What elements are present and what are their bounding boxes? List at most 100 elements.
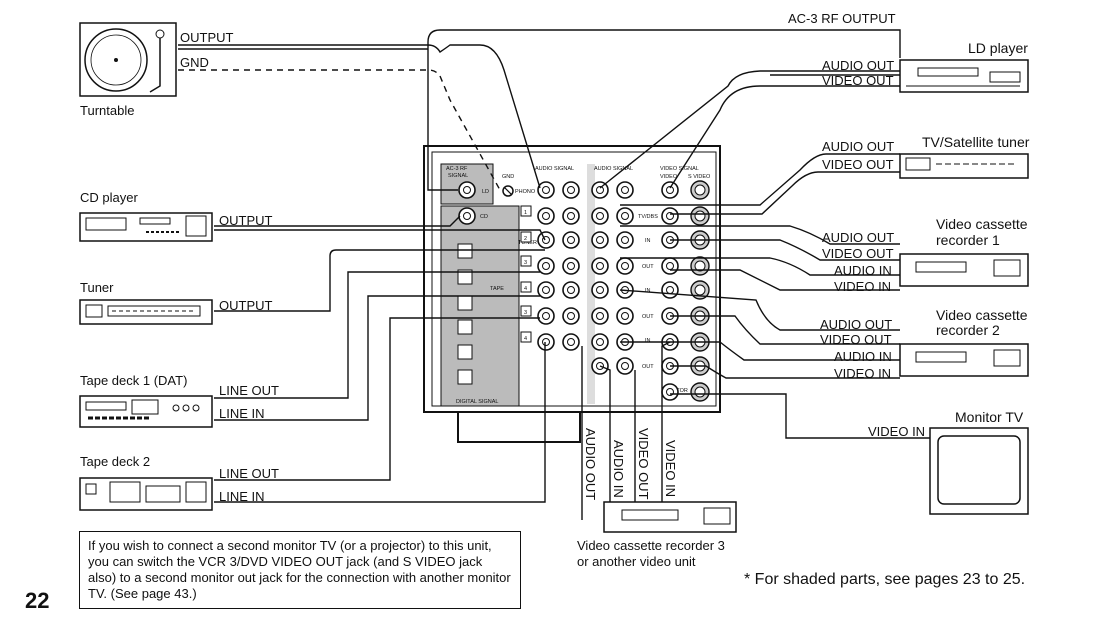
ac3-rf-jack-core [463,186,471,194]
header-signal: SIGNAL [448,173,468,179]
cable-vcr1-video-in [670,269,900,291]
audio-jack-a-l-1-core [567,212,575,220]
header-s-video: S VIDEO [688,174,711,180]
turntable-label: Turntable [80,103,134,118]
s-video-jack-core-1 [694,210,706,222]
audio-jack-a-r-5-core [542,312,550,320]
cable-vcr1-video-out [670,239,900,261]
vcr2-port-video-in: VIDEO IN [834,366,891,381]
vcr1-port-video-out: VIDEO OUT [822,246,894,261]
cable-ld-video [669,85,900,189]
tape-deck-1-device [79,395,213,428]
row-label-ld: LD [482,189,489,195]
row-label-in-2: IN [645,288,651,294]
cable-tape1-out [214,271,540,399]
tuner-device [79,299,213,325]
s-video-jacks [690,180,710,402]
cable-vcr3-video-in [661,341,671,520]
cable-vcr1-audio-in [620,257,900,276]
audio-jack-a-l-3-core [567,262,575,270]
audio-jack-b-r-6-core [596,338,604,346]
vcr2-label-line2: recorder 2 [936,322,1000,338]
rca-jacks [458,181,679,401]
row-label-cd: CD [480,214,488,220]
vcr1-label-line2: recorder 1 [936,232,1000,248]
tape-deck-2-device [79,477,213,511]
row-label-phono: PHONO [515,189,536,195]
audio-jack-a-r-4-core [542,286,550,294]
header-gnd: GND [502,174,514,180]
vcr3-label-line2: or another video unit [577,554,696,569]
audio-jack-b-r-3-core [596,262,604,270]
row-label-out-1: OUT [642,264,654,270]
audio-jack-a-r-3-core [542,262,550,270]
vcr2-port-audio-in: AUDIO IN [834,349,892,364]
header-video-signal: VIDEO SIGNAL [660,166,699,172]
vcr3-port-audio-in: AUDIO IN [611,440,626,498]
note-box: If you wish to connect a second monitor … [79,531,521,609]
audio-jack-b-l-3-core [621,262,629,270]
row-label-tape: TAPE [490,286,504,292]
page-number: 22 [25,588,50,613]
receiver-back-panel: AC-3 RF SIGNAL GND AUDIO SIGNAL AUDIO SI… [423,145,721,443]
cd-player-port-output: OUTPUT [219,213,273,228]
tv-tuner-device [899,153,1029,179]
s-video-jack-core-3 [694,260,706,272]
cable-tape2-out [214,317,540,481]
cable-tv-video [670,171,900,215]
audio-jack-a-l-0-core [567,186,575,194]
cable-vcr2-video-out [670,315,900,345]
tuner-port-output: OUTPUT [219,298,273,313]
tape-deck-2-port-line-in: LINE IN [219,489,265,504]
audio-jack-a-r-6-core [542,338,550,346]
header-ac3: AC-3 RF [446,166,468,172]
tape-deck-2-label: Tape deck 2 [80,454,150,469]
ld-player-device [899,59,1029,93]
monitor-tv-label: Monitor TV [955,409,1024,425]
audio-jack-a-r-1-core [542,212,550,220]
audio-jack-b-r-0-core [596,186,604,194]
cable-turntable-output [178,44,541,189]
input-number-6: 4 [524,336,527,342]
audio-jack-b-l-1-core [621,212,629,220]
s-video-jack-core-4 [694,284,706,296]
vcr2-device [899,343,1029,377]
row-label-in-1: IN [645,238,651,244]
vcr1-label-line1: Video cassette [936,216,1028,232]
optical-jacks [457,243,473,385]
vcr2-port-audio-out: AUDIO OUT [820,317,892,332]
tape-deck-2-port-line-out: LINE OUT [219,466,279,481]
vcr1-device [899,253,1029,287]
turntable-port-output: OUTPUT [180,30,234,45]
monitor-tv-port-video-in: VIDEO IN [868,424,925,439]
input-number-2: 2 [524,236,527,242]
cable-vcr2-audio-out [619,289,900,331]
audio-jack-b-l-2-core [621,236,629,244]
tuner-label: Tuner [80,280,114,295]
vcr1-port-video-in: VIDEO IN [834,279,891,294]
audio-jack-b-r-2-core [596,236,604,244]
coaxial-jack-core [463,212,471,220]
cable-vcr1-audio-out [620,225,900,245]
cable-tv-audio [620,153,900,206]
footnote: * For shaded parts, see pages 23 to 25. [744,571,1026,588]
vcr1-port-audio-out: AUDIO OUT [822,230,894,245]
cable-vcr2-audio-in [620,341,900,361]
turntable-port-gnd: GND [180,55,209,70]
vcr2-port-video-out: VIDEO OUT [820,332,892,347]
ld-player-label: LD player [968,40,1028,56]
row-label-tuner: TUNER [518,240,537,246]
video-jack-3-core [666,262,674,270]
cable-tape2-in [214,342,546,503]
s-video-jack-core-0 [694,184,706,196]
input-number-4: 4 [524,286,527,292]
cable-cd-output [214,215,461,227]
vcr3-port-audio-out: AUDIO OUT [583,428,598,500]
tv-tuner-port-audio-out: AUDIO OUT [822,139,894,154]
vcr3-port-video-out: VIDEO OUT [636,428,651,500]
audio-jack-a-l-4-core [567,286,575,294]
cable-monitor-video-in [670,393,930,439]
tape-deck-1-port-line-in: LINE IN [219,406,265,421]
